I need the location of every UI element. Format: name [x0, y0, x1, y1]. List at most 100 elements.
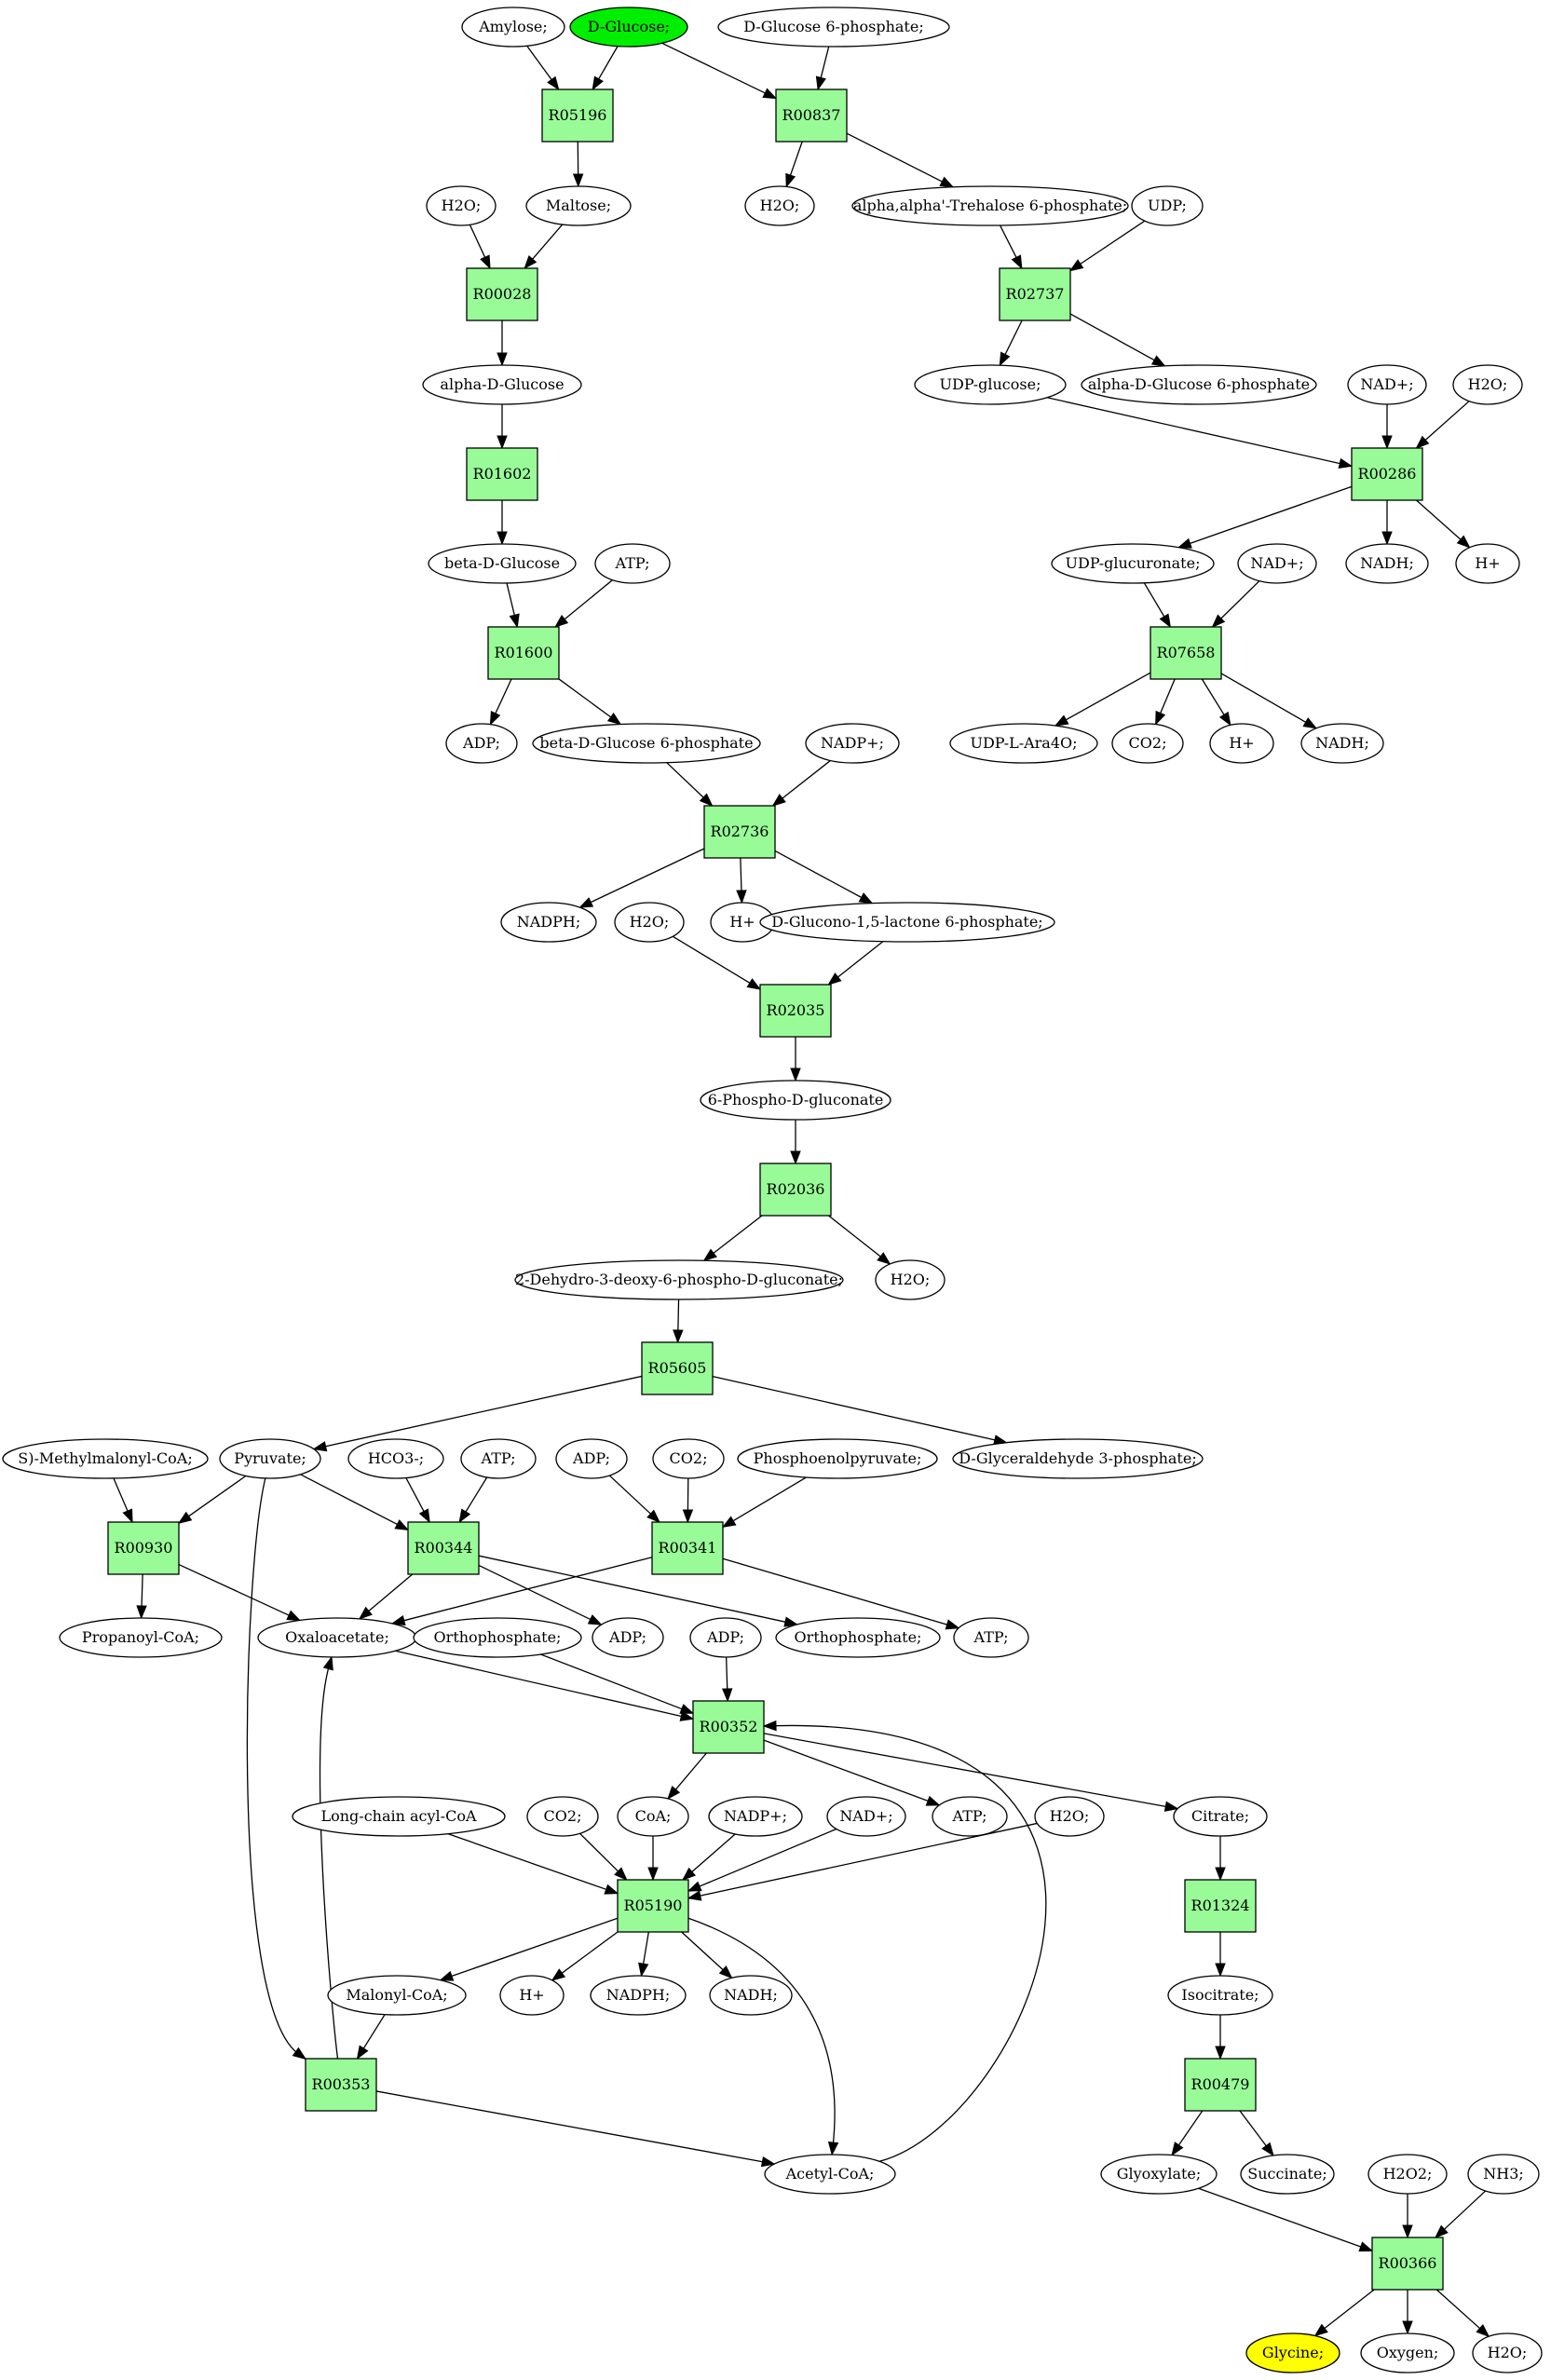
reaction-r01324[interactable]: R01324 — [1184, 1879, 1257, 1933]
compound-succinate[interactable]: Succinate; — [1240, 2154, 1335, 2195]
reaction-r00366[interactable]: R00366 — [1371, 2237, 1444, 2291]
reaction-r05605[interactable]: R05605 — [641, 1341, 714, 1395]
compound-h2o-2[interactable]: H2O; — [744, 185, 815, 226]
edge-d-glucose-to-r05196 — [592, 46, 619, 91]
compound-propanoyl-coa[interactable]: Propanoyl-CoA; — [59, 1617, 223, 1658]
reaction-r02036[interactable]: R02036 — [759, 1163, 832, 1217]
compound-pep[interactable]: Phosphoenolpyruvate; — [737, 1438, 938, 1479]
compound-label: ADP; — [608, 1628, 646, 1646]
compound-h2o-7[interactable]: H2O; — [1472, 2332, 1543, 2373]
compound-atp-1[interactable]: ATP; — [594, 543, 671, 584]
compound-orthophosphate-2[interactable]: Orthophosphate; — [775, 1617, 941, 1658]
compound-coa[interactable]: CoA; — [617, 1796, 689, 1837]
compound-nadp-1[interactable]: NADP+; — [805, 723, 900, 764]
compound-udp-glucuronate[interactable]: UDP-glucuronate; — [1051, 543, 1215, 584]
compound-adp-2[interactable]: ADP; — [555, 1438, 628, 1479]
reaction-r00352[interactable]: R00352 — [692, 1700, 765, 1754]
reaction-r00353[interactable]: R00353 — [305, 2058, 377, 2112]
reaction-r00344[interactable]: R00344 — [407, 1521, 480, 1575]
reaction-r05196[interactable]: R05196 — [541, 88, 614, 143]
compound-label: NH3; — [1483, 2165, 1524, 2183]
compound-atp-2[interactable]: ATP; — [460, 1438, 537, 1479]
compound-nadh-1[interactable]: NADH; — [1345, 543, 1429, 584]
compound-hplus-2[interactable]: H+ — [1209, 723, 1274, 764]
compound-adp-4[interactable]: ADP; — [689, 1617, 762, 1658]
compound-glycine[interactable]: Glycine; — [1245, 2332, 1340, 2373]
compound-trehalose-6p[interactable]: alpha,alpha'-Trehalose 6-phosphate; — [851, 185, 1129, 226]
compound-nad-2[interactable]: NAD+; — [1237, 543, 1317, 584]
compound-amylose[interactable]: Amylose; — [461, 7, 565, 48]
reaction-r02736[interactable]: R02736 — [703, 805, 776, 859]
compound-nadh-2[interactable]: NADH; — [1300, 723, 1384, 764]
compound-h2o-4[interactable]: H2O; — [614, 902, 685, 943]
reaction-r00341[interactable]: R00341 — [651, 1521, 724, 1575]
compound-co2-3[interactable]: CO2; — [526, 1796, 599, 1837]
reaction-label: R00353 — [312, 2075, 371, 2093]
compound-maltose[interactable]: Maltose; — [525, 185, 632, 226]
compound-nadph-1[interactable]: NADPH; — [500, 902, 597, 943]
compound-udp-l-ara4o[interactable]: UDP-L-Ara4O; — [949, 723, 1098, 764]
compound-acetyl-coa[interactable]: Acetyl-CoA; — [764, 2154, 896, 2195]
compound-h2o-5[interactable]: H2O; — [875, 1259, 946, 1300]
compound-glucono-lactone-6p[interactable]: D-Glucono-1,5-lactone 6-phosphate; — [759, 902, 1055, 943]
compound-h2o-6[interactable]: H2O; — [1034, 1796, 1105, 1837]
compound-h2o2[interactable]: H2O2; — [1367, 2154, 1448, 2195]
reaction-r00837[interactable]: R00837 — [775, 88, 848, 143]
compound-isocitrate[interactable]: Isocitrate; — [1167, 1975, 1273, 2016]
compound-nadph-2[interactable]: NADPH; — [590, 1975, 687, 2016]
compound-beta-d-glucose[interactable]: beta-D-Glucose — [428, 543, 577, 584]
reaction-r02737[interactable]: R02737 — [999, 267, 1071, 321]
compound-alpha-d-glucose[interactable]: alpha-D-Glucose — [422, 364, 582, 405]
compound-nadp-2[interactable]: NADP+; — [708, 1796, 803, 1837]
compound-h2o-1[interactable]: H2O; — [426, 185, 497, 226]
compound-oxaloacetate[interactable]: Oxaloacetate; — [257, 1617, 417, 1658]
compound-udp-1[interactable]: UDP; — [1131, 185, 1204, 226]
compound-methylmalonyl-coa[interactable]: S)-Methylmalonyl-CoA; — [2, 1438, 209, 1479]
compound-dehydro-deoxy-gluconate[interactable]: 2-Dehydro-3-deoxy-6-phospho-D-gluconate; — [514, 1259, 844, 1300]
compound-co2-2[interactable]: CO2; — [652, 1438, 725, 1479]
compound-hco3[interactable]: HCO3-; — [347, 1438, 444, 1479]
compound-long-chain-acyl-coa[interactable]: Long-chain acyl-CoA — [292, 1796, 506, 1837]
compound-nh3[interactable]: NH3; — [1467, 2154, 1540, 2195]
compound-nad-1[interactable]: NAD+; — [1347, 364, 1427, 405]
compound-udp-glucose[interactable]: UDP-glucose; — [914, 364, 1067, 405]
compound-atp-4[interactable]: ATP; — [932, 1796, 1008, 1837]
reaction-r01600[interactable]: R01600 — [487, 626, 560, 680]
reaction-r00286[interactable]: R00286 — [1351, 447, 1423, 501]
compound-label: ADP; — [462, 734, 500, 752]
compound-beta-d-glucose-6p[interactable]: beta-D-Glucose 6-phosphate — [532, 723, 761, 764]
compound-h2o-3[interactable]: H2O; — [1452, 364, 1523, 405]
compound-adp-1[interactable]: ADP; — [445, 723, 518, 764]
compound-d-glucose[interactable]: D-Glucose; — [569, 7, 688, 48]
compound-pyruvate[interactable]: Pyruvate; — [219, 1438, 321, 1479]
compound-co2-1[interactable]: CO2; — [1111, 723, 1184, 764]
reaction-r00479[interactable]: R00479 — [1184, 2058, 1257, 2112]
edge-nh3-to-r00366 — [1435, 2190, 1487, 2238]
compound-nad-3[interactable]: NAD+; — [826, 1796, 906, 1837]
compound-adp-3[interactable]: ADP; — [592, 1617, 664, 1658]
compound-orthophosphate-1[interactable]: Orthophosphate; — [413, 1617, 582, 1658]
reaction-r05190[interactable]: R05190 — [617, 1879, 689, 1933]
compound-citrate[interactable]: Citrate; — [1173, 1796, 1268, 1837]
compound-malonyl-coa[interactable]: Malonyl-CoA; — [327, 1975, 467, 2016]
compound-label: D-Glyceraldehyde 3-phosphate; — [959, 1449, 1196, 1467]
compound-label: ATP; — [973, 1628, 1009, 1646]
reaction-r00930[interactable]: R00930 — [107, 1521, 180, 1575]
compound-nadh-3[interactable]: NADH; — [709, 1975, 793, 2016]
compound-d-glucose-6p[interactable]: D-Glucose 6-phosphate; — [717, 7, 950, 48]
compound-hplus-1[interactable]: H+ — [1455, 543, 1520, 584]
compound-oxygen[interactable]: Oxygen; — [1360, 2332, 1455, 2373]
reaction-r02035[interactable]: R02035 — [759, 984, 832, 1038]
edge-nad-2-to-r07658 — [1211, 580, 1260, 628]
compound-alpha-d-glucose-6p[interactable]: alpha-D-Glucose 6-phosphate — [1081, 364, 1317, 405]
reaction-label: R02737 — [1006, 285, 1065, 303]
compound-g3p[interactable]: D-Glyceraldehyde 3-phosphate; — [952, 1438, 1204, 1479]
compound-glyoxylate[interactable]: Glyoxylate; — [1100, 2154, 1218, 2195]
reaction-r01602[interactable]: R01602 — [466, 447, 538, 501]
edge-pep-to-r00341 — [721, 1476, 807, 1529]
compound-atp-3[interactable]: ATP; — [953, 1617, 1029, 1658]
compound-phospho-gluconate[interactable]: 6-Phospho-D-gluconate — [700, 1080, 891, 1121]
compound-hplus-4[interactable]: H+ — [499, 1975, 565, 2016]
reaction-r07658[interactable]: R07658 — [1150, 626, 1222, 680]
reaction-r00028[interactable]: R00028 — [466, 267, 538, 321]
